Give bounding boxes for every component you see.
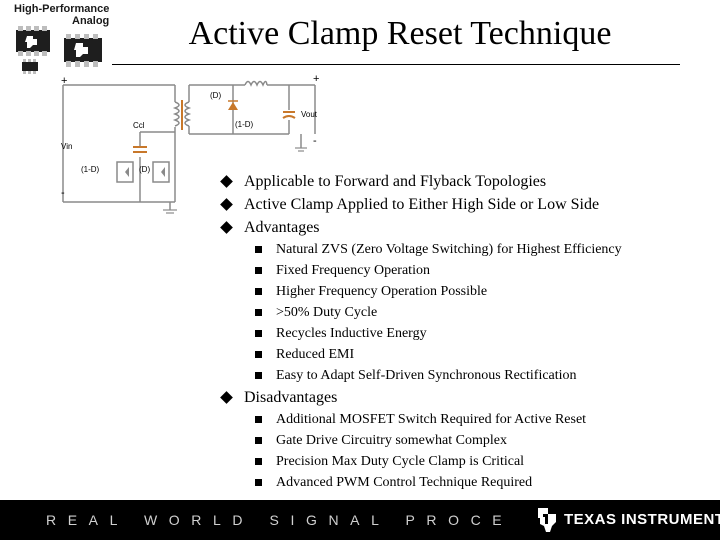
d-switch-label: (D) [139, 165, 150, 174]
output-plus-label: + [313, 73, 319, 85]
square-bullet-icon [255, 372, 262, 379]
logo-line-2: Analog [72, 15, 110, 27]
list-item: >50% Duty Cycle [222, 302, 717, 323]
list-item: Advantages [220, 216, 717, 239]
square-bullet-icon [255, 351, 262, 358]
sub-bullet-text: Additional MOSFET Switch Required for Ac… [276, 412, 587, 427]
square-bullet-icon [255, 309, 262, 316]
sub-bullet-text: Reduced EMI [276, 347, 355, 362]
vin-label: Vin [61, 142, 72, 151]
ti-map-icon [538, 508, 556, 532]
diamond-bullet-icon [220, 175, 233, 188]
active-clamp-schematic: + - Vin (D) (1-D) Ccl Vout + - (1-D) (D) [61, 73, 319, 214]
square-bullet-icon [255, 458, 262, 465]
list-item: Disadvantages [220, 386, 717, 409]
square-bullet-icon [255, 246, 262, 253]
output-minus-label: - [313, 135, 317, 147]
sub-bullet-text: Recycles Inductive Energy [276, 326, 427, 341]
bullet-text: Disadvantages [244, 389, 338, 406]
square-bullet-icon [255, 288, 262, 295]
footer-bar: REAL WORLD SIGNAL PROCESSING™ TEXAS INST… [0, 500, 720, 540]
sub-bullet-text: >50% Duty Cycle [276, 305, 378, 320]
list-item: Gate Drive Circuitry somewhat Complex [222, 430, 717, 451]
list-item: Higher Frequency Operation Possible [222, 281, 717, 302]
bullet-list: Applicable to Forward and Flyback Topolo… [220, 170, 717, 493]
list-item: Advanced PWM Control Technique Required [222, 472, 717, 493]
tagline-text: REAL WORLD SIGNAL PROCESSING [46, 512, 615, 528]
diamond-bullet-icon [220, 198, 233, 211]
bullet-text: Advantages [244, 219, 320, 236]
input-plus-label: + [61, 75, 67, 87]
logo-line-1: High-Performance [14, 3, 110, 15]
list-item: Applicable to Forward and Flyback Topolo… [220, 170, 717, 193]
sub-bullet-text: Precision Max Duty Cycle Clamp is Critic… [276, 454, 525, 469]
list-item: Active Clamp Applied to Either High Side… [220, 193, 717, 216]
sub-bullet-text: Higher Frequency Operation Possible [276, 284, 488, 299]
square-bullet-icon [255, 267, 262, 274]
square-bullet-icon [255, 437, 262, 444]
bullet-text: Applicable to Forward and Flyback Topolo… [244, 173, 547, 190]
list-item: Fixed Frequency Operation [222, 260, 717, 281]
diamond-bullet-icon [220, 221, 233, 234]
sub-bullet-text: Natural ZVS (Zero Voltage Switching) for… [276, 242, 622, 257]
slide-title: Active Clamp Reset Technique [188, 15, 612, 52]
ccl-label: Ccl [133, 121, 145, 130]
input-minus-label: - [61, 187, 65, 199]
d-label-top: (D) [210, 91, 221, 100]
list-item: Recycles Inductive Energy [222, 323, 717, 344]
vout-label: Vout [301, 110, 318, 119]
list-item: Reduced EMI [222, 344, 717, 365]
list-item: Additional MOSFET Switch Required for Ac… [222, 409, 717, 430]
title-divider [112, 64, 680, 65]
high-performance-analog-logo: High-Performance Analog [6, 2, 116, 74]
one-minus-d-switch-label: (1-D) [81, 165, 100, 174]
list-item: Natural ZVS (Zero Voltage Switching) for… [222, 239, 717, 260]
sub-bullet-text: Easy to Adapt Self-Driven Synchronous Re… [276, 368, 577, 383]
square-bullet-icon [255, 330, 262, 337]
sub-bullet-text: Gate Drive Circuitry somewhat Complex [276, 433, 507, 448]
one-minus-d-label-top: (1-D) [235, 120, 254, 129]
texas-instruments-logo: TEXAS INSTRUMENTS [512, 500, 720, 540]
list-item: Easy to Adapt Self-Driven Synchronous Re… [222, 365, 717, 386]
square-bullet-icon [255, 479, 262, 486]
company-name: TEXAS INSTRUMENTS [564, 511, 720, 528]
square-bullet-icon [255, 416, 262, 423]
sub-bullet-text: Fixed Frequency Operation [276, 263, 430, 278]
bullet-text: Active Clamp Applied to Either High Side… [244, 196, 600, 213]
chip-icon [16, 26, 102, 74]
list-item: Precision Max Duty Cycle Clamp is Critic… [222, 451, 717, 472]
sub-bullet-text: Advanced PWM Control Technique Required [276, 475, 533, 490]
diamond-bullet-icon [220, 391, 233, 404]
